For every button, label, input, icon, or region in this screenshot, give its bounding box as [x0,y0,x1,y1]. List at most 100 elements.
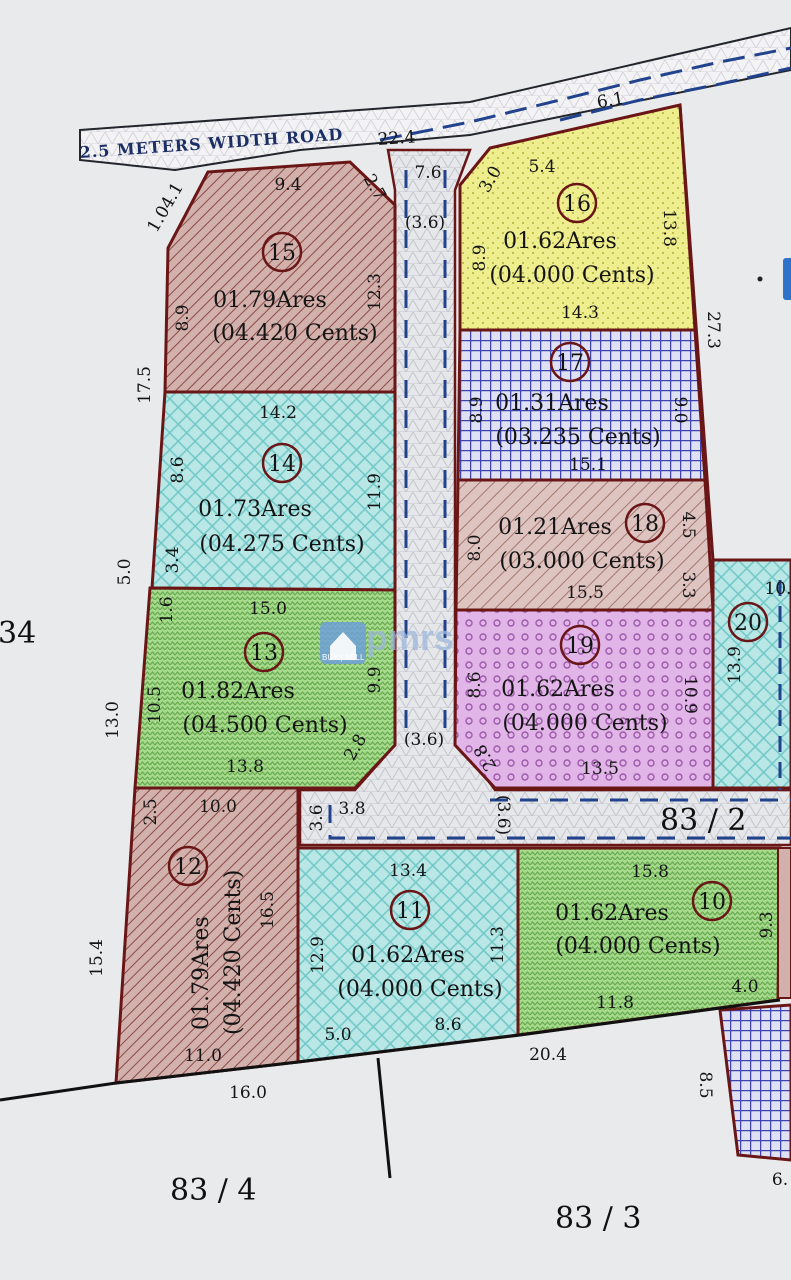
plot-14-area: 01.73Ares [198,497,312,522]
plot-12-cents: (04.420 Cents) [221,870,246,1035]
watermark-text: pmrs [366,617,454,658]
dim-outer-bottom-right: 8.5 [695,1071,715,1098]
dim-15-left: 8.9 [173,304,193,331]
dim-11-left: 12.9 [308,936,328,974]
dim-10-bot-right: 4.0 [731,977,758,997]
dim-17-right: 9.0 [670,396,690,423]
plot-20-marker [727,601,769,643]
dim-12-top: 10.0 [199,797,237,817]
road-length-b: 6.1 [595,89,625,113]
dim-18-right-top: 4.5 [678,511,698,538]
plot-areas: 01.79Ares (04.420 Cents) 01.73Ares (04.2… [181,229,721,1002]
plot-13-cents: (04.500 Cents) [182,713,347,738]
plot-19-cents: (04.000 Cents) [502,711,667,736]
survey-left: 34 [0,616,36,651]
dim-outer-left-d: 15.4 [87,939,107,977]
plot-15-area: 01.79Ares [213,288,327,313]
plot-15[interactable] [163,160,397,394]
dim-path-mid: (3.6) [405,213,445,233]
plot-11-area: 01.62Ares [351,943,465,968]
dim-15-top: 9.4 [274,175,301,195]
dim-outer-left-a: 17.5 [135,366,155,404]
plot-17-area: 01.31Ares [495,391,609,416]
plot-19-marker [559,624,601,666]
survey-bot-right: 83 / 3 [555,1201,641,1236]
plot-15-marker [261,231,303,273]
plot-14-id: 14 [268,452,296,477]
dim-15-right: 12.3 [365,273,385,311]
dim-path-right: (3.6) [493,795,513,835]
plot-19-area: 01.62Ares [501,677,615,702]
road-bottom-dash [559,66,791,122]
plot-18-marker [624,502,666,544]
dim-19-left: 8.6 [465,671,485,698]
edge-marker [783,258,791,300]
dim-12-left-top: 2.5 [141,798,161,825]
plot-12-id: 12 [174,855,202,880]
dim-10-top: 15.8 [631,862,669,882]
plot-12-area: 01.79Ares [189,916,214,1030]
dim-17-left: 8.9 [467,396,487,423]
plot-17-marker [549,341,591,383]
south-boundary [0,998,781,1102]
dim-13-left: 10.5 [145,686,165,724]
plot-ids: 15 14 13 12 11 10 16 17 18 19 20 [174,192,762,924]
dim-11-right: 11.3 [488,926,508,964]
plot-15-cents: (04.420 Cents) [212,321,377,346]
access-road [79,26,791,172]
plot-19[interactable] [453,608,715,790]
dim-13-right: 9.9 [365,666,385,693]
dim-10-right: 9.3 [757,911,777,938]
dim-outer-bottom-b: 20.4 [529,1045,567,1065]
plot-11-id: 11 [396,899,424,924]
plot-lower-right [718,1003,791,1162]
plot-12-marker [167,845,209,887]
dim-path-left-end: 3.6 [307,804,327,831]
plot-16-marker [556,182,598,224]
dim-outer-left-c: 13.0 [103,701,123,739]
plot-13-marker [243,631,285,673]
plot-16-cents: (04.000 Cents) [489,263,654,288]
plot-18-area: 01.21Ares [498,515,612,540]
dim-13-top: 15.0 [249,599,287,619]
dim-18-right-bot: 3.3 [678,571,698,598]
east-boundary [678,104,715,561]
dim-19-bottom: 13.5 [581,759,619,779]
dim-outer-right-top: 27.3 [703,311,723,349]
dim-14-right: 11.9 [365,473,385,511]
plot-18-cents: (03.000 Cents) [499,549,664,574]
dim-11-top: 13.4 [389,861,427,881]
road-center-dash [379,46,791,142]
plot-14-cents: (04.275 Cents) [199,532,364,557]
dim-13-left-top: 1.6 [157,596,177,623]
plot-10-marker [691,880,733,922]
plot-11-cents: (04.000 Cents) [337,977,502,1002]
road-length-a: 22.4 [377,127,416,150]
plot-20[interactable] [711,558,791,790]
dim-18-bottom: 15.5 [566,583,604,603]
dim-11-bot-left: 5.0 [324,1025,351,1045]
plot-14-marker [261,442,303,484]
dim-12-right: 16.5 [258,891,278,929]
watermark-tag: BUY | SELL [322,653,365,662]
dim-13-bottom: 13.8 [226,757,264,777]
plot-17-cents: (03.235 Cents) [495,425,660,450]
dim-corner-br: 6. [772,1170,788,1190]
plot-16-id: 16 [563,192,591,217]
survey-right: 83 / 2 [660,803,746,838]
dim-16-left: 8.9 [470,244,490,271]
watermark-roof [330,632,356,660]
dim-12-bottom: 11.0 [184,1046,222,1066]
plot-16-area: 01.62Ares [503,229,617,254]
rotated-dimensions: 1.04.1 2.7 8.9 12.3 8.6 11.9 3.4 1.6 10.… [87,163,777,1099]
survey-bot-left: 83 / 4 [170,1173,256,1208]
dim-16-top: 5.4 [528,157,555,177]
dim-16-bottom: 14.3 [561,303,599,323]
plot-18-id: 18 [631,512,659,537]
plot-10-area: 01.62Ares [555,901,669,926]
dim-11-bot-right: 8.6 [434,1015,461,1035]
dim-14-top: 14.2 [259,403,297,423]
plot-11-marker [389,889,431,931]
dim-path-bot: (3.6) [404,730,444,750]
dim-path-stub: 3.8 [338,799,365,819]
